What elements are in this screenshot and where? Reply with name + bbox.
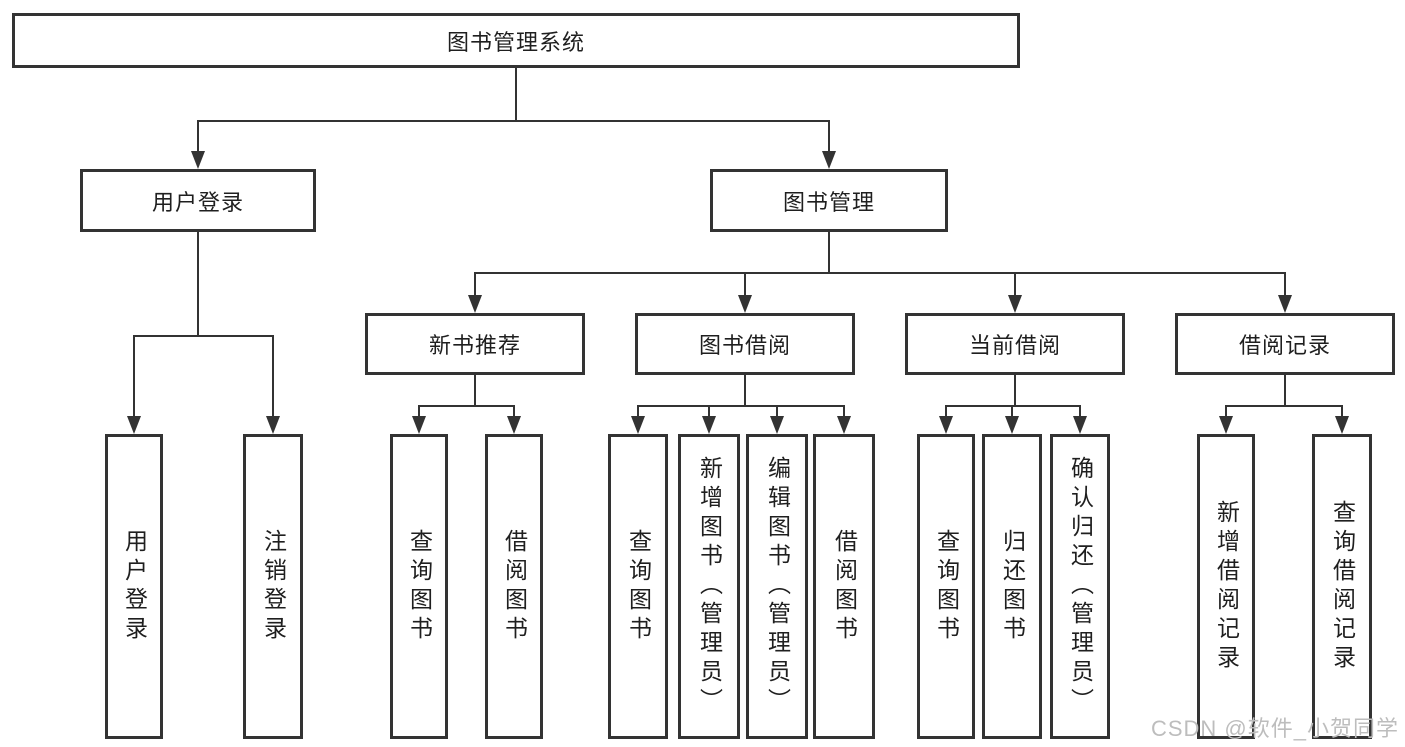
connector-drop-leaf-user-login xyxy=(133,335,135,416)
node-label: 查询图书 xyxy=(625,528,652,645)
node-label: 图书借阅 xyxy=(698,333,791,358)
node-label: 借阅图书 xyxy=(831,528,858,645)
connector-book-management-stem xyxy=(828,230,830,274)
node-label: 新增借阅记录 xyxy=(1213,499,1240,674)
connector-book-borrowing-stem xyxy=(744,373,746,407)
arrow-down-icon xyxy=(507,416,521,434)
connector-current-borrowing-stem xyxy=(1014,373,1016,407)
node-label: 查询图书 xyxy=(406,528,433,645)
leaf-confirm-return-admin: 确认归还（管理员） xyxy=(1050,434,1110,739)
leaf-add-books-admin: 新增图书（管理员） xyxy=(678,434,740,739)
node-book-management: 图书管理 xyxy=(710,169,948,232)
node-label: 新书推荐 xyxy=(428,333,521,358)
arrow-down-icon xyxy=(702,416,716,434)
node-label: 查询借阅记录 xyxy=(1329,499,1356,674)
leaf-query-borrow-record: 查询借阅记录 xyxy=(1312,434,1372,739)
node-label: 借阅记录 xyxy=(1238,333,1331,358)
node-label: 编辑图书（管理员） xyxy=(764,456,791,717)
connector-drop-leaf xyxy=(945,405,947,416)
leaf-return-books: 归还图书 xyxy=(982,434,1042,739)
connector-drop-leaf xyxy=(708,405,710,416)
arrow-down-icon xyxy=(266,416,280,434)
csdn-watermark: CSDN @软件_小贺同学 xyxy=(1150,716,1399,741)
connector-drop-leaf xyxy=(843,405,845,416)
connector-drop-leaf xyxy=(1225,405,1227,416)
node-label: 当前借阅 xyxy=(968,333,1061,358)
arrow-down-icon xyxy=(631,416,645,434)
leaf-query-books-borrowing: 查询图书 xyxy=(608,434,668,739)
node-user-login: 用户登录 xyxy=(80,169,316,232)
node-label: 用户登录 xyxy=(151,189,244,215)
leaf-query-books-recommend: 查询图书 xyxy=(390,434,448,739)
arrow-down-icon xyxy=(1335,416,1349,434)
connector-drop-current-borrowing xyxy=(1014,272,1016,295)
arrow-down-icon xyxy=(837,416,851,434)
arrow-down-icon xyxy=(770,416,784,434)
leaf-borrow-books-recommend: 借阅图书 xyxy=(485,434,543,739)
node-borrowing-records: 借阅记录 xyxy=(1175,313,1395,375)
connector-book-borrowing-bar xyxy=(637,405,845,407)
arrow-down-icon xyxy=(939,416,953,434)
leaf-query-books-current: 查询图书 xyxy=(917,434,975,739)
node-label: 注销登录 xyxy=(260,528,287,645)
leaf-user-login: 用户登录 xyxy=(105,434,163,739)
leaf-add-borrow-record: 新增借阅记录 xyxy=(1197,434,1255,739)
node-book-borrowing: 图书借阅 xyxy=(635,313,855,375)
node-label: 用户登录 xyxy=(121,528,148,645)
connector-drop-book-borrowing xyxy=(744,272,746,295)
node-label: 新增图书（管理员） xyxy=(696,456,723,717)
connector-drop-borrowing-records xyxy=(1284,272,1286,295)
connector-drop-user-login xyxy=(197,120,199,152)
node-library-management-system: 图书管理系统 xyxy=(12,13,1020,68)
connector-drop-leaf xyxy=(418,405,420,416)
connector-drop-leaf xyxy=(1011,405,1013,416)
arrow-down-icon xyxy=(412,416,426,434)
connector-drop-new-book xyxy=(474,272,476,295)
leaf-logout: 注销登录 xyxy=(243,434,303,739)
leaf-borrow-books-borrowing: 借阅图书 xyxy=(813,434,875,739)
arrow-down-icon xyxy=(191,151,205,169)
leaf-edit-books-admin: 编辑图书（管理员） xyxy=(746,434,808,739)
connector-drop-leaf xyxy=(776,405,778,416)
connector-drop-leaf xyxy=(1341,405,1343,416)
connector-user-login-stem xyxy=(197,230,199,336)
arrow-down-icon xyxy=(1073,416,1087,434)
connector-drop-book-management xyxy=(828,120,830,152)
node-label: 归还图书 xyxy=(999,528,1026,645)
node-label: 借阅图书 xyxy=(501,528,528,645)
connector-root-stem xyxy=(515,66,517,121)
connector-drop-leaf-logout xyxy=(272,335,274,416)
arrow-down-icon xyxy=(1219,416,1233,434)
arrow-down-icon xyxy=(738,295,752,313)
connector-drop-leaf xyxy=(513,405,515,416)
node-label: 确认归还（管理员） xyxy=(1067,456,1094,717)
connector-new-book-stem xyxy=(474,373,476,407)
connector-user-login-bar xyxy=(133,335,274,337)
connector-new-book-bar xyxy=(418,405,515,407)
connector-borrowing-records-stem xyxy=(1284,373,1286,407)
connector-level3-bar xyxy=(474,272,1286,274)
arrow-down-icon xyxy=(127,416,141,434)
connector-borrowing-records-bar xyxy=(1225,405,1343,407)
arrow-down-icon xyxy=(1278,295,1292,313)
connector-current-borrowing-bar xyxy=(945,405,1081,407)
connector-level2-bar xyxy=(197,120,830,122)
arrow-down-icon xyxy=(1005,416,1019,434)
node-current-borrowing: 当前借阅 xyxy=(905,313,1125,375)
arrow-down-icon xyxy=(822,151,836,169)
node-label: 图书管理系统 xyxy=(446,29,585,55)
arrow-down-icon xyxy=(1008,295,1022,313)
node-label: 图书管理 xyxy=(782,189,875,215)
node-label: 查询图书 xyxy=(933,528,960,645)
connector-drop-leaf xyxy=(637,405,639,416)
arrow-down-icon xyxy=(468,295,482,313)
connector-drop-leaf xyxy=(1079,405,1081,416)
node-new-book-recommendation: 新书推荐 xyxy=(365,313,585,375)
